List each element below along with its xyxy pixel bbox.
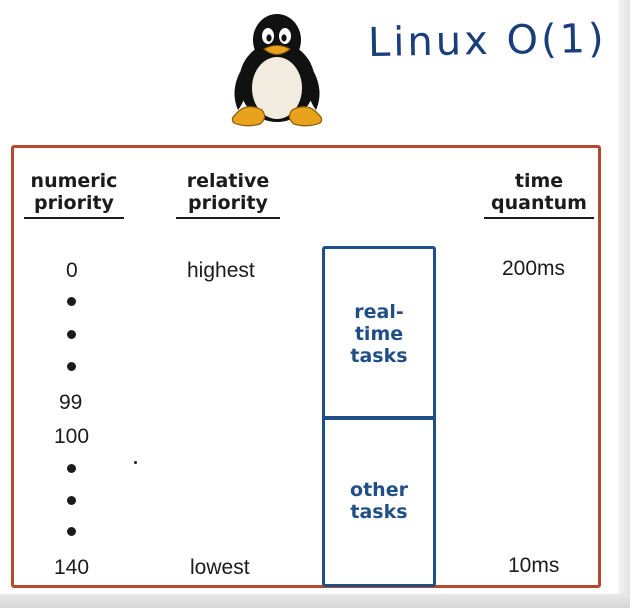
tux-penguin-icon — [231, 14, 323, 127]
header-underline — [484, 217, 594, 219]
realtime-label-line2: time — [354, 322, 404, 345]
header-numeric-line2: priority — [34, 192, 114, 214]
diagram-title: Linux O(1) — [367, 15, 608, 67]
time-quantum-200ms: 200ms — [502, 257, 566, 280]
other-label-line2: tasks — [350, 501, 408, 523]
dot-icon — [67, 362, 76, 371]
bottom-edge-shade — [0, 594, 630, 608]
header-quantum-line1: time — [514, 170, 564, 192]
relative-priority-highest: highest — [187, 259, 255, 282]
header-numeric-line1: numeric — [30, 170, 118, 192]
dot-icon — [67, 297, 76, 306]
dot-icon — [67, 330, 76, 339]
header-underline — [24, 217, 124, 219]
other-tasks-label: other tasks — [350, 479, 408, 523]
numeric-priority-99: 99 — [59, 391, 83, 414]
numeric-priority-100: 100 — [54, 425, 90, 448]
dot-icon — [67, 464, 76, 473]
numeric-priority-0: 0 — [66, 259, 78, 282]
realtime-label-line1: real- — [354, 300, 404, 323]
stray-mark — [134, 461, 137, 464]
relative-priority-lowest: lowest — [190, 556, 250, 579]
priority-table-frame — [11, 145, 601, 588]
realtime-tasks-label: real- time tasks — [350, 301, 407, 367]
other-label-line1: other — [350, 479, 408, 501]
edge-shade — [618, 0, 630, 608]
dot-icon — [67, 496, 76, 505]
other-tasks-box: other tasks — [322, 416, 436, 587]
header-relative-line1: relative — [186, 170, 270, 192]
header-quantum-line2: quantum — [491, 192, 587, 214]
header-numeric-priority: numeric priority — [24, 170, 124, 219]
header-relative-priority: relative priority — [176, 170, 280, 219]
header-time-quantum: time quantum — [484, 170, 594, 219]
numeric-priority-140: 140 — [54, 556, 90, 579]
realtime-label-line3: tasks — [350, 344, 408, 367]
header-underline — [176, 217, 280, 219]
header-relative-line2: priority — [188, 192, 268, 214]
dot-icon — [67, 527, 76, 536]
realtime-tasks-box: real- time tasks — [322, 246, 436, 420]
time-quantum-10ms: 10ms — [508, 554, 560, 577]
